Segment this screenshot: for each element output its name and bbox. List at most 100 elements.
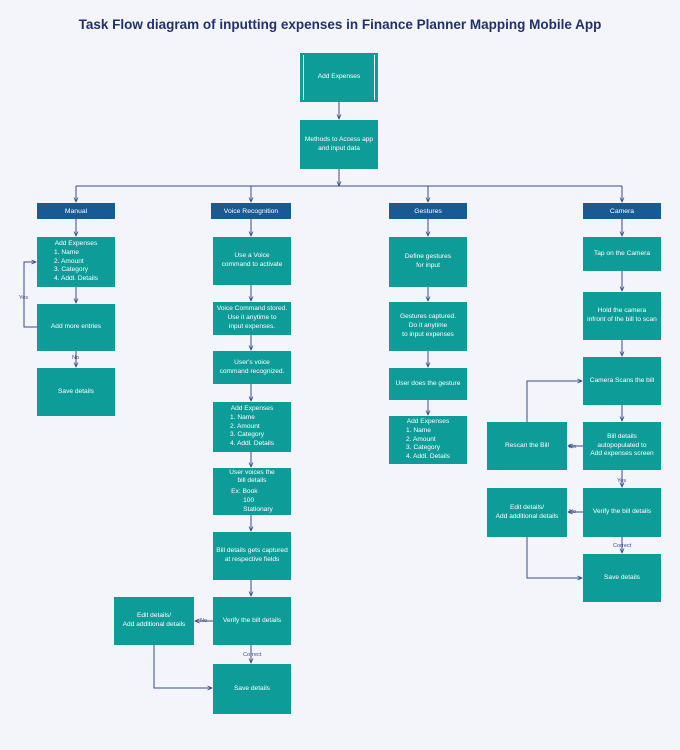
node-text: Edit details/ <box>509 503 545 511</box>
node-methods-to-access: Methods to Access app and input data <box>300 120 378 169</box>
node-text: Methods to Access app <box>304 135 374 143</box>
list-item: 2. Amount <box>54 257 84 265</box>
example-text: Stationary <box>243 505 273 513</box>
node-add-expenses-start: Add Expenses <box>300 53 378 102</box>
node-voice-command-stored: Voice Command stored. Use it anytime to … <box>213 302 291 335</box>
label-yes: Yes <box>19 295 29 301</box>
node-camera-autopopulated: Bill details autopopulated to Add expens… <box>583 422 661 470</box>
node-camera-edit-details: Edit details/ Add additional details <box>487 488 567 537</box>
label-correct: Correct <box>243 652 262 658</box>
node-voice-verify: Verify the bill details <box>213 597 291 645</box>
node-voice-save-details: Save details <box>213 664 291 714</box>
node-voice-user-voices: User voices the bill details Ex: Book 10… <box>213 468 291 515</box>
example-text: Ex: Book <box>231 488 258 496</box>
list-item: 1. Name <box>230 413 255 421</box>
node-voice-use-command: Use a Voice command to activate <box>213 237 291 285</box>
node-text: at respective fields <box>224 556 280 563</box>
list-item: 3. Category <box>406 444 441 452</box>
node-text: User voices the <box>229 468 275 476</box>
node-text: Bill details <box>607 432 637 440</box>
node-text: Verify the bill details <box>592 508 652 516</box>
connector-13 <box>23 262 37 328</box>
node-camera-hold: Hold the camera infront of the bill to s… <box>583 292 661 340</box>
diagram-title: Task Flow diagram of inputting expenses … <box>78 17 602 32</box>
example-block: Ex: Book 100 Stationary <box>231 488 273 514</box>
field-list: 1. Name 2. Amount 3. Category 4. Addl. D… <box>230 414 274 449</box>
node-text: infront of the bill to scan <box>587 316 657 323</box>
node-text: Add Expenses <box>230 405 274 413</box>
header-gestures: Gestures <box>389 203 467 219</box>
field-list: 1. Name 2. Amount 3. Category 4. Addl. D… <box>54 249 98 284</box>
list-item: 4. Addl. Details <box>406 453 450 461</box>
node-voice-add-expenses: Add Expenses 1. Name 2. Amount 3. Catego… <box>213 402 291 452</box>
node-text: bill details <box>237 477 267 485</box>
label-no: No <box>72 355 80 361</box>
node-text: Gestures captured. <box>399 313 457 321</box>
list-item: 4. Addl. Details <box>54 275 98 283</box>
node-camera-tap: Tap on the Camera <box>583 237 661 271</box>
node-text: Add Expenses <box>406 418 450 426</box>
label-yes: Yes <box>617 478 627 484</box>
node-text: Save details <box>234 684 270 692</box>
node-text: to input expenses <box>402 330 454 338</box>
node-text: and input data <box>318 144 360 152</box>
node-text: Hold the camera <box>597 307 647 315</box>
node-text: for input <box>416 262 440 269</box>
node-text: Rescan the Bill <box>505 441 549 449</box>
label-no: No <box>200 618 208 624</box>
connector-34 <box>526 537 582 578</box>
node-text: Camera Scans the bill <box>589 376 655 384</box>
list-item: 4. Addl. Details <box>230 440 274 448</box>
node-gestures-add-expenses: Add Expenses 1. Name 2. Amount 3. Catego… <box>389 416 467 464</box>
node-text: Voice Command stored. <box>216 305 288 313</box>
header-voice-recognition: Voice Recognition <box>211 203 291 219</box>
header-camera: Camera <box>583 203 661 219</box>
node-text: input expenses. <box>228 322 276 330</box>
label-no: No <box>569 509 577 515</box>
node-gestures-captured: Gestures captured. Do it anytime to inpu… <box>389 302 467 351</box>
field-list: 1. Name 2. Amount 3. Category 4. Addl. D… <box>406 427 450 462</box>
node-text: Do it anytime <box>408 322 448 330</box>
node-text: User does the gesture <box>395 379 461 387</box>
node-voice-recognized: User's voice command recognized. <box>213 351 291 384</box>
node-text: Add Expenses <box>317 73 361 81</box>
node-text: Use it anytime to <box>227 314 277 322</box>
node-text: Tap on the Camera <box>593 249 651 257</box>
example-text: 100 <box>243 496 255 504</box>
node-camera-rescan: Rescan the Bill <box>487 422 567 470</box>
node-camera-verify: Verify the bill details <box>583 488 661 537</box>
node-text: Add more entries <box>50 323 102 331</box>
node-gestures-define: Define gestures for input <box>389 237 467 287</box>
node-manual-save-details: Save details <box>37 368 115 416</box>
node-camera-scans: Camera Scans the bill <box>583 357 661 405</box>
connector-32 <box>526 381 582 422</box>
node-text: Save details <box>58 387 94 395</box>
list-item: 1. Name <box>406 426 431 434</box>
list-item: 1. Name <box>54 248 79 256</box>
node-camera-save-details: Save details <box>583 554 661 602</box>
label-correct: Correct <box>613 543 632 549</box>
list-item: 3. Category <box>54 266 89 274</box>
node-text: Add additional details <box>122 621 186 628</box>
list-item: 2. Amount <box>230 422 260 430</box>
list-item: 2. Amount <box>406 435 436 443</box>
label-no: No <box>569 444 577 450</box>
start-node-left-bar <box>303 55 304 100</box>
header-manual: Manual <box>37 203 115 219</box>
node-voice-edit-details: Edit details/ Add additional details <box>114 597 194 645</box>
start-node-right-bar <box>374 55 375 100</box>
node-text: Save details <box>604 573 640 581</box>
node-text: Add expenses screen <box>590 450 654 458</box>
node-gestures-user-does: User does the gesture <box>389 368 467 400</box>
node-manual-add-more-entries: Add more entries <box>37 304 115 351</box>
node-text: Add additional details <box>495 512 559 520</box>
node-text: Bill details gets captured <box>216 547 288 555</box>
connector-22 <box>153 645 212 688</box>
node-text: command recognized. <box>219 367 285 375</box>
node-text: command to activate <box>221 261 283 268</box>
node-text: Add Expenses <box>54 240 98 248</box>
list-item: 3. Category <box>230 431 265 439</box>
node-manual-add-expenses: Add Expenses 1. Name 2. Amount 3. Catego… <box>37 237 115 287</box>
